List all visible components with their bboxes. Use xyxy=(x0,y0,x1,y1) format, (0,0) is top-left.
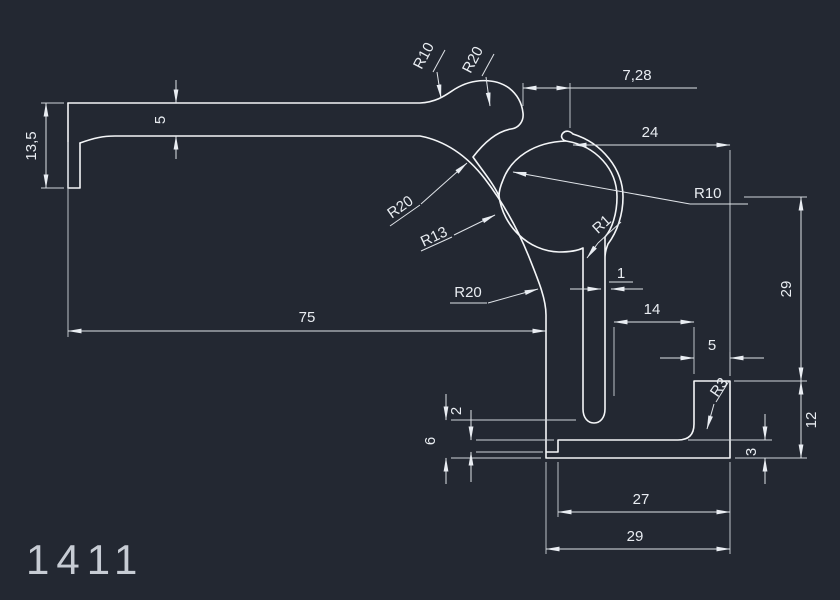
underline xyxy=(481,53,495,77)
underline xyxy=(432,49,446,73)
dim-label-7-28: 7,28 xyxy=(622,67,651,84)
leader-r10-cove: R10 xyxy=(512,171,748,205)
dimension-12: 12 xyxy=(735,380,820,459)
dim-label-27: 27 xyxy=(633,491,650,508)
dimension-2: 2 xyxy=(448,407,554,482)
dimension-1: 1 xyxy=(570,265,643,292)
profile-path-top xyxy=(67,79,624,424)
profile-path-cove-arc xyxy=(498,140,567,197)
underline xyxy=(420,236,453,252)
leader-line xyxy=(706,403,715,430)
dimension-24: 24 xyxy=(572,124,731,376)
dimension-75: 75 xyxy=(67,142,547,337)
underline xyxy=(715,380,730,403)
drawing-title: 1411 xyxy=(26,536,144,583)
dimension-5-arm: 5 xyxy=(152,80,179,159)
dimension-13-5: 13,5 xyxy=(23,102,64,189)
leader-line xyxy=(586,242,599,259)
dim-label-12: 12 xyxy=(803,412,820,429)
leader-line xyxy=(436,71,442,99)
dimension-14: 14 xyxy=(613,301,695,396)
underline xyxy=(597,221,622,244)
underline xyxy=(389,204,421,227)
dim-label-2: 2 xyxy=(448,407,465,415)
leader-line xyxy=(487,288,539,304)
dimension-7-28: 7,28 xyxy=(522,67,697,128)
leader-line xyxy=(420,162,468,205)
radius-label-r10-cove: R10 xyxy=(694,185,722,202)
dimension-27: 27 xyxy=(557,462,731,554)
leader-line xyxy=(512,171,691,205)
radius-label-r20-low: R20 xyxy=(454,284,482,301)
dimension-29-right: 29 xyxy=(734,196,807,382)
dim-label-29-bottom: 29 xyxy=(627,528,644,545)
dimension-6: 6 xyxy=(422,394,576,484)
dim-label-6: 6 xyxy=(422,437,439,445)
dim-label-1: 1 xyxy=(617,265,625,282)
dimension-29-bottom: 29 xyxy=(545,462,731,554)
dim-label-5-wall: 5 xyxy=(708,337,716,354)
leader-r20-low: R20 xyxy=(450,284,539,304)
dim-label-5-arm: 5 xyxy=(152,116,169,124)
leader-line xyxy=(453,214,496,236)
dim-label-13-5: 13,5 xyxy=(23,131,40,160)
dim-label-24: 24 xyxy=(642,124,659,141)
dimension-3: 3 xyxy=(688,414,772,484)
dim-label-3: 3 xyxy=(743,448,760,456)
profile-path-bottom xyxy=(79,135,731,459)
dimension-5-wall: 5 xyxy=(660,337,764,376)
dim-label-14: 14 xyxy=(644,301,661,318)
dim-label-29-right: 29 xyxy=(778,281,795,298)
dim-label-75: 75 xyxy=(299,309,316,326)
leader-line xyxy=(485,76,491,107)
